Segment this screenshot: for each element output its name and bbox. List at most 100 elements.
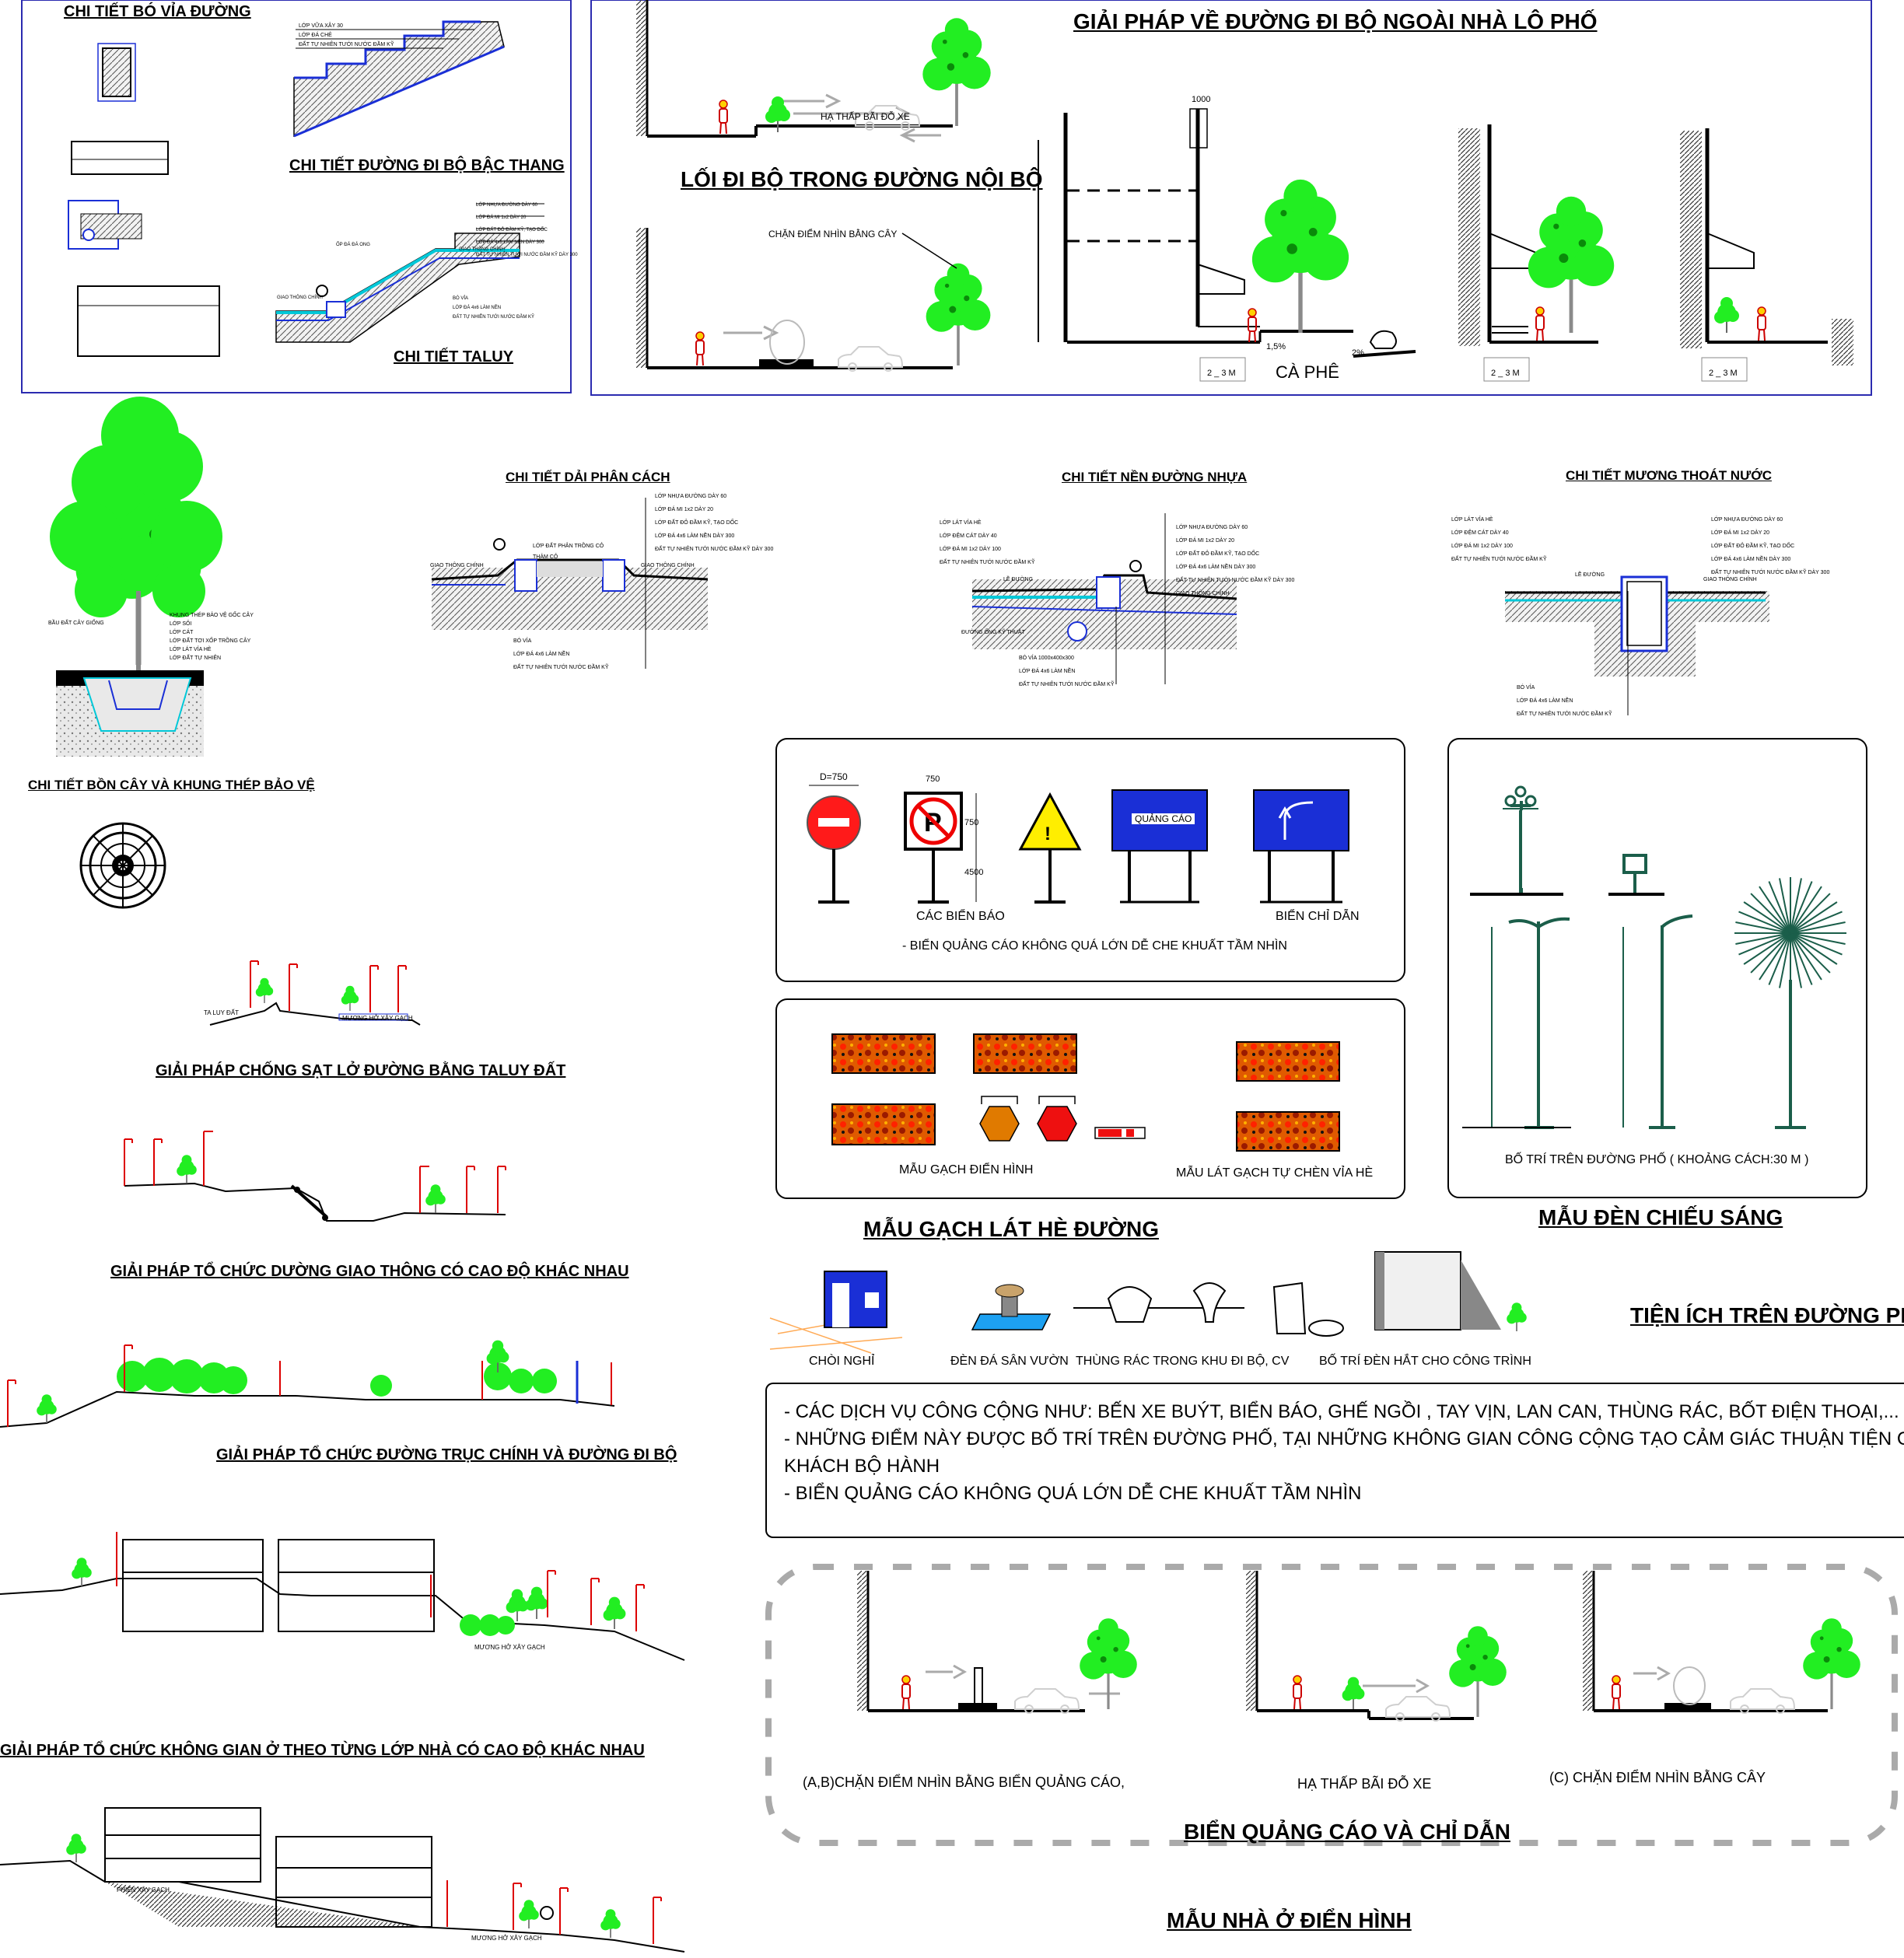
note-line: LỚP ĐẤT TỰ NHIÊN [170, 656, 222, 661]
note-line: LỚP ĐÁ 4x6 LÀM NỀN DÀY 300 [1711, 557, 1791, 562]
note-line: LỚP LÁT VỈA HÈ [940, 520, 982, 526]
note-line: LỚP ĐÁ MI 1x2 DÀY 20 [1176, 538, 1235, 544]
title-taluy: CHI TIẾT TALUY [394, 348, 514, 365]
notes-dai-phan-cach-left: LỚP ĐẤT PHÂN TRỒNG CỎ THẢM CỎ [533, 541, 604, 563]
notes-bon-cay-left: BẦU ĐẤT CÂY GIỐNG [48, 621, 104, 626]
title-dai-phan-cach: CHI TIẾT DẢI PHÂN CÁCH [506, 470, 670, 484]
note-line: LỚP ĐÁ 4x6 LÀM NỀN DÀY 300 [476, 240, 544, 245]
note-line: LỚP ĐÁ MI 1x2 DÀY 100 [940, 547, 1001, 552]
note-line: GIAO THÔNG CHÍNH [459, 247, 505, 252]
notes-nen-nhua-bottom-1: LỀ ĐƯỜNG [1003, 577, 1034, 582]
note-line: LỚP ĐẤT ĐỎ ĐẦM KỸ, TẠO DỐC [1711, 544, 1795, 549]
note-line: ĐẤT TỰ NHIÊN TƯỚI NƯỚC ĐẦM KỸ [1451, 557, 1547, 562]
notes-nen-nhua-bottom-2: ĐƯỜNG ỐNG KỸ THUẬT [961, 630, 1025, 635]
label-mau-lat-gach: MẪU LÁT GẠCH TỰ CHÈN VỈA HÈ [1176, 1166, 1374, 1180]
note-line: LỚP ĐÁ 4x6 LÀM NỀN DÀY 300 [655, 533, 735, 539]
note-line: ĐẤT TỰ NHIÊN TƯỚI NƯỚC ĐẦM KỸ [1019, 682, 1115, 687]
title-di-bo-lo-pho: GIẢI PHÁP VỀ ĐƯỜNG ĐI BỘ NGOÀI NHÀ LÔ PH… [1073, 9, 1598, 33]
title-cao-do: GIẢI PHÁP TỔ CHỨC DƯỜNG GIAO THÔNG CÓ CA… [110, 1263, 629, 1280]
label-muong-ho-2: MƯƠNG HỞ XÂY GẠCH [474, 1644, 545, 1651]
note-line: LỚP ĐÁ CHẺ [299, 33, 332, 38]
note-line: LỚP NHỰA ĐƯỜNG DÀY 60 [1176, 525, 1248, 530]
notes-taluy-mid2: GIAO THÔNG CHÍNH [459, 247, 505, 252]
note-line: ĐẤT TỰ NHIÊN TƯỚI NƯỚC ĐẦM KỸ [1517, 712, 1612, 717]
label-muong-ho-3: MƯƠNG HỞ XÂY GẠCH [471, 1935, 542, 1942]
title-sat-lo: GIẢI PHÁP CHỐNG SẠT LỞ ĐƯỜNG BẰNG TALUY … [156, 1062, 566, 1079]
label-phien-xay-gach: PHIẾN XÂY GẠCH [117, 1886, 170, 1893]
label-muong-ho: MƯƠNG HỞ XÂY GẠCH [342, 1015, 413, 1022]
notes-muong-right: LỚP NHỰA ĐƯỜNG DÀY 60 LỚP ĐÁ MI 1x2 DÀY … [1711, 513, 1829, 579]
label-den-hat: BỐ TRÍ ĐÈN HẮT CHO CÔNG TRÌNH [1319, 1355, 1531, 1368]
note-line: LỚP ĐÁ 4x6 LÀM NỀN [453, 306, 502, 310]
note-line: LỚP NHỰA ĐƯỜNG DÀY 60 [476, 203, 538, 208]
title-bien-quang-cao: BIỂN QUẢNG CÁO VÀ CHỈ DẪN [1184, 1820, 1511, 1844]
note-line: LỚP CÁT [170, 630, 194, 635]
note-line: LỚP ĐÁ MI 1x2 DÀY 20 [476, 215, 527, 220]
label-ha-thap-bottom: HẠ THẤP BÃI ĐỖ XE [1297, 1776, 1432, 1792]
title-gach-lat: MẪU GẠCH LÁT HÈ ĐƯỜNG [863, 1217, 1159, 1241]
label-chan-cay-bottom: (C) CHẶN ĐIỂM NHÌN BẰNG CÂY [1549, 1770, 1766, 1785]
label-ta-luy-dat: TA LUY ĐẤT [204, 1009, 240, 1016]
note-line: LỚP LÁT VỈA HÈ [170, 647, 212, 652]
services-note-line: KHÁCH BỘ HÀNH [784, 1456, 940, 1477]
title-khong-gian-o: GIẢI PHÁP TỔ CHỨC KHÔNG GIAN Ở THEO TỪNG… [0, 1742, 645, 1759]
label-slope-2: 2% [1352, 348, 1364, 358]
note-line: ĐẤT TỰ NHIÊN TƯỚI NƯỚC ĐẦM KỸ [513, 665, 609, 670]
title-bon-cay: CHI TIẾT BỒN CÂY VÀ KHUNG THÉP BẢO VỆ [28, 778, 315, 792]
label-dim-2-3m-c: 2 _ 3 M [1709, 369, 1738, 378]
label-dim-2-3m-a: 2 _ 3 M [1207, 369, 1236, 378]
label-sign-750: 750 [926, 774, 940, 784]
note-line: THẢM CỎ [533, 554, 558, 560]
note-line: ỐP ĐÁ ĐÁ ONG [336, 243, 370, 247]
note-line: ĐẤT TỰ NHIÊN TƯỚI NƯỚC ĐẦM KỸ DÀY 300 [1176, 578, 1295, 583]
title-nen-duong-nhua: CHI TIẾT NỀN ĐƯỜNG NHỰA [1062, 470, 1248, 484]
note-line: LỚP ĐỆM CÁT DÀY 40 [940, 533, 997, 539]
label-quang-cao: QUẢNG CÁO [1132, 813, 1195, 824]
note-line: LỚP ĐỆM CÁT DÀY 40 [1451, 530, 1509, 536]
note-line: ĐẤT TỰ NHIÊN TƯỚI NƯỚC ĐẦM KỸ [940, 560, 1035, 565]
notes-taluy-bottom: BÓ VỈA LỚP ĐÁ 4x6 LÀM NỀN ĐẤT TỰ NHIÊN T… [453, 294, 534, 322]
label-chan-qc: (A,B)CHẶN ĐIỂM NHÌN BẰNG BIỂN QUẢNG CÁO, [803, 1774, 1125, 1790]
title-den-chieu-sang: MẪU ĐÈN CHIẾU SÁNG [1538, 1205, 1783, 1229]
label-sign-4500: 4500 [964, 868, 984, 877]
title-bac-thang: CHI TIẾT ĐƯỜNG ĐI BỘ BẬC THANG [289, 157, 565, 174]
notes-muong-le-duong: LỀ ĐƯỜNG [1575, 572, 1605, 578]
title-truc-chinh: GIẢI PHÁP TỔ CHỨC ĐƯỜNG TRỤC CHÍNH VÀ ĐƯ… [216, 1446, 677, 1463]
note-line: LỚP ĐẤT TƠI XỐP TRỒNG CÂY [170, 638, 251, 644]
note-line: GIAO THÔNG CHÍNH [1176, 591, 1230, 596]
note-line: BÓ VỈA [1517, 685, 1535, 691]
notes-dai-phan-cach-bottom: BÓ VỈA LỚP ĐÁ 4x6 LÀM NỀN ĐẤT TỰ NHIÊN T… [513, 635, 609, 674]
note-line: ĐẤT TỰ NHIÊN TƯỚI NƯỚC ĐẦM KỸ DÀY 300 [655, 547, 774, 552]
services-note-line: - NHỮNG ĐIỂM NÀY ĐƯỢC BỐ TRÍ TRÊN ĐƯỜNG … [784, 1428, 1904, 1449]
note-line: ĐẤT TỰ NHIÊN TƯỚI NƯỚC ĐẦM KỸ [453, 315, 535, 320]
title-nha-o: MẪU NHÀ Ở ĐIỂN HÌNH [1167, 1908, 1412, 1932]
note-line: ĐẤT TỰ NHIÊN TƯỚI NƯỚC ĐẦM KỸ [299, 42, 394, 47]
note-line: LỚP ĐÁ MI 1x2 DÀY 20 [1711, 530, 1770, 536]
notes-muong-left: LỚP LÁT VỈA HÈ LỚP ĐỆM CÁT DÀY 40 LỚP ĐÁ… [1451, 513, 1547, 566]
title-tien-ich: TIỆN ÍCH TRÊN ĐƯỜNG PHỐ [1630, 1303, 1904, 1327]
notes-nen-nhua-bottom: BÓ VỈA 1000x400x300 LỚP ĐÁ 4x6 LÀM NỀN Đ… [1019, 652, 1115, 691]
title-bo-via: CHI TIẾT BÓ VỈA ĐƯỜNG [64, 3, 251, 20]
note-line: GIAO THÔNG CHÍNH [277, 295, 323, 300]
label-bo-tri-den: BỐ TRÍ TRÊN ĐƯỜNG PHỐ ( KHOẢNG CÁCH:30 M… [1505, 1153, 1809, 1166]
note-line: LỚP SỎI [170, 621, 192, 627]
label-mau-gach: MẪU GẠCH ĐIỂN HÌNH [899, 1163, 1034, 1177]
label-slope-15: 1,5% [1266, 342, 1286, 351]
note-line: LỚP ĐẤT ĐỎ ĐẦM KỸ, TẠO DỐC [1176, 551, 1260, 557]
note-line: LỚP ĐẤT ĐỎ ĐẦM KỸ, TẠO DỐC [476, 228, 548, 233]
note-line: LỚP ĐÁ 4x6 LÀM NỀN [1019, 669, 1076, 674]
note-line: LỚP ĐÁ 4x6 LÀM NỀN [1517, 698, 1573, 704]
note-line: ĐẤT TỰ NHIÊN TƯỚI NƯỚC ĐẦM KỸ DÀY 300 [1711, 570, 1830, 575]
label-cac-bien-bao: CÁC BIỂN BÁO [916, 910, 1005, 923]
note-line: LỚP ĐÁ MI 1x2 DÀY 20 [655, 507, 714, 512]
notes-muong-bottom: BÓ VỈA LỚP ĐÁ 4x6 LÀM NỀN ĐẤT TỰ NHIÊN T… [1517, 681, 1612, 721]
label-thung-rac: THÙNG RÁC TRONG KHU ĐI BỘ, CV [1076, 1355, 1290, 1368]
notes-dai-phan-cach-gt1: GIAO THÔNG CHÍNH [430, 563, 484, 568]
notes-nen-nhua-left: LỚP LÁT VỈA HÈ LỚP ĐỆM CÁT DÀY 40 LỚP ĐÁ… [940, 516, 1035, 569]
label-chan-cay-top: CHẶN ĐIỂM NHÌN BẰNG CÂY [768, 229, 898, 240]
note-line: BÓ VỈA [513, 638, 532, 644]
note-line: LỚP ĐẤT ĐỎ ĐẦM KỸ, TẠO DỐC [655, 520, 739, 526]
label-bien-chi-dan: BIỂN CHỈ DẪN [1276, 910, 1360, 923]
label-ca-phe: CÀ PHÊ [1276, 362, 1339, 382]
